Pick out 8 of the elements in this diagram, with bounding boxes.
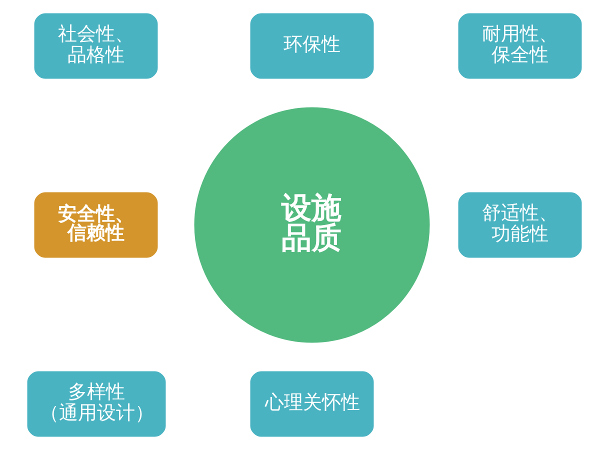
node-box: 环保性 — [247, 10, 376, 82]
node-box: 耐用性、保全性 — [455, 10, 584, 82]
node-box: 社会性、品格性 — [31, 10, 160, 82]
node-box: 心理关怀性 — [247, 368, 376, 440]
node-box: 安全性、信赖性 — [31, 190, 160, 260]
node-circle: 设施品质 — [191, 104, 432, 346]
node-box: 舒适性、功能性 — [455, 190, 584, 260]
node-box: 多样性（通用设计） — [24, 368, 168, 440]
